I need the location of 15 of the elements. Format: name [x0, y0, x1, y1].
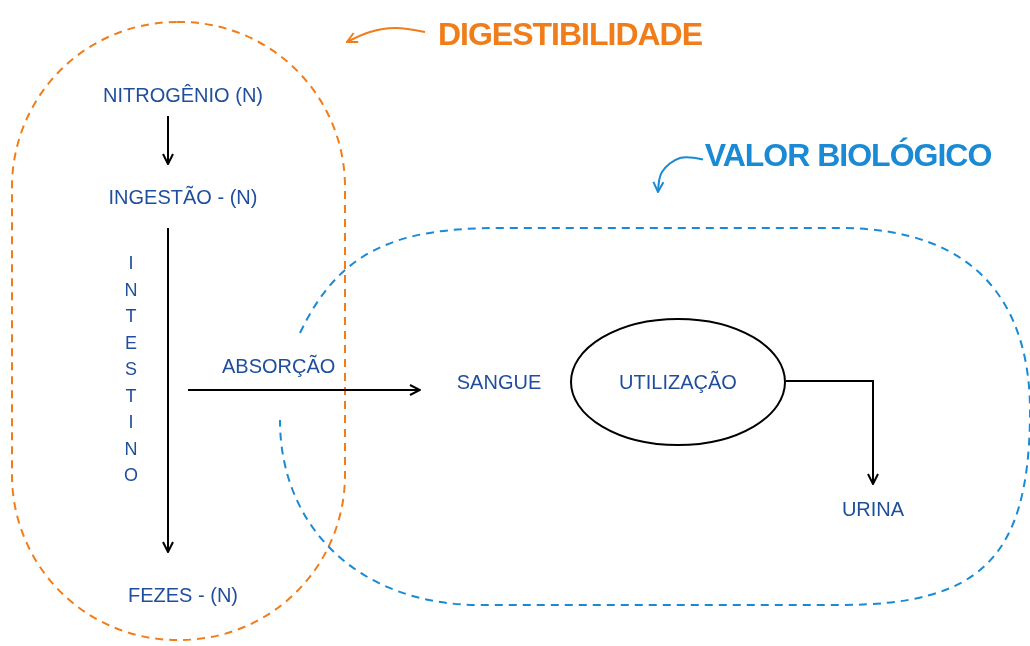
callout-title: VALOR BIOLÓGICO — [704, 137, 992, 174]
arrow — [162, 227, 174, 553]
node-label: INGESTÃO - (N) — [108, 185, 258, 209]
arrow — [162, 115, 174, 165]
arrow — [652, 156, 704, 193]
edge-label: ABSORÇÃO — [222, 355, 336, 378]
node-label: NITROGÊNIO (N) — [103, 83, 263, 107]
arrow — [346, 27, 426, 43]
node-label: SANGUE — [456, 370, 542, 394]
callout-title: DIGESTIBILIDADE — [437, 15, 703, 53]
node-label: URINA — [841, 497, 905, 521]
arrow — [187, 384, 421, 396]
arrow — [785, 380, 879, 485]
node-label: FEZES - (N) — [128, 583, 238, 607]
node-label: UTILIZAÇÃO — [619, 370, 737, 394]
